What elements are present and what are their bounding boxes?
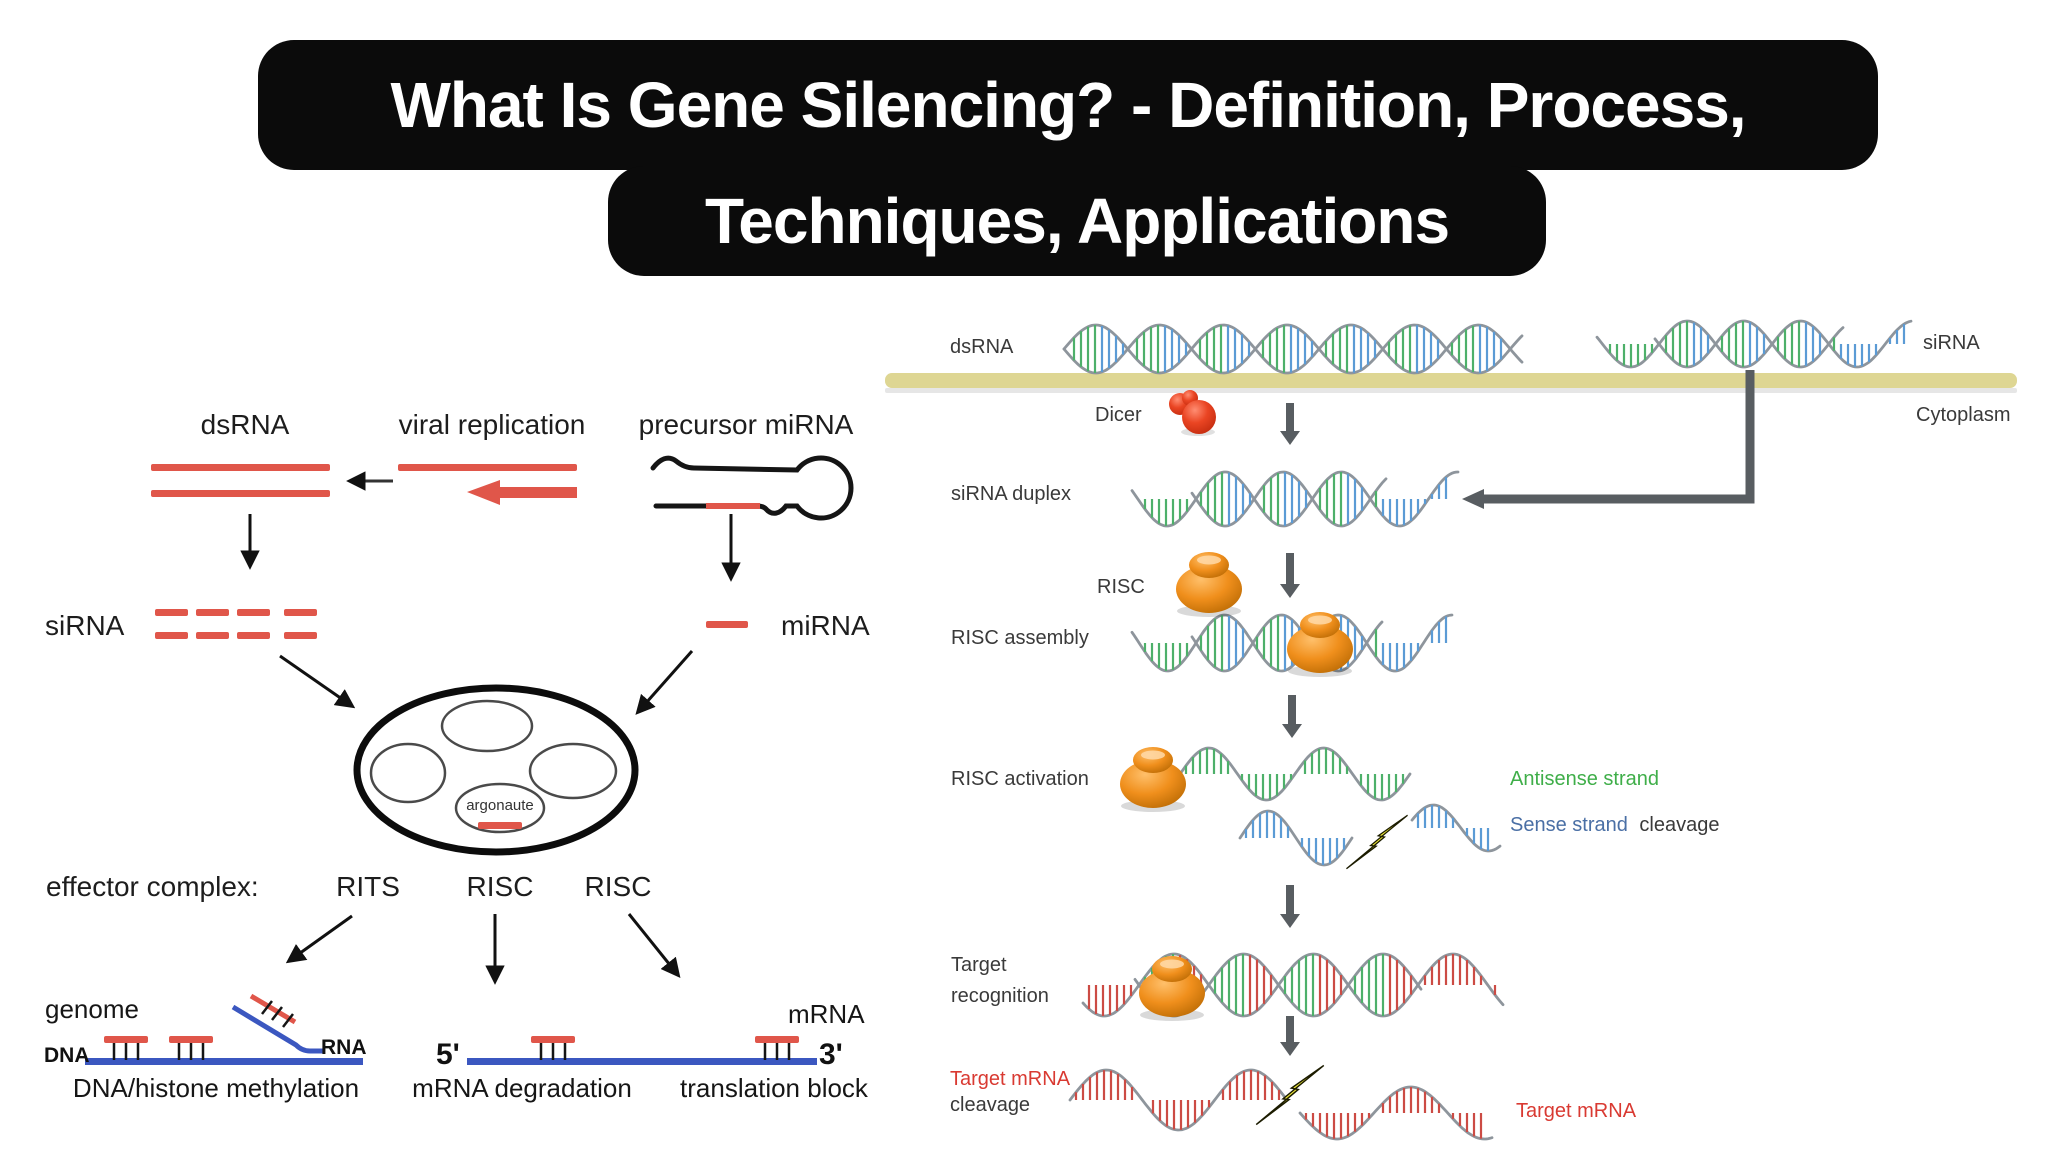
left-pathway-graphics xyxy=(85,455,854,1065)
label-sirna-duplex: siRNA duplex xyxy=(951,483,1072,505)
sense-cleavage-bolt xyxy=(1346,814,1408,870)
risc-complex-icon xyxy=(1176,552,1242,617)
label-target-mrna-cleavage-2: cleavage xyxy=(950,1094,1031,1116)
sirna-elbow-connector xyxy=(1462,370,1755,509)
label-mrna-left: mRNA xyxy=(788,999,865,1029)
label-sense-strand: Sense strand xyxy=(1510,814,1628,836)
label-rna: RNA xyxy=(321,1036,367,1059)
label-cytoplasm: Cytoplasm xyxy=(1916,404,2011,426)
label-antisense-strand: Antisense strand xyxy=(1510,768,1659,790)
label-sirna-left: siRNA xyxy=(45,610,125,641)
antisense-strand-wave xyxy=(1178,746,1412,802)
label-risc-1: RISC xyxy=(466,871,534,902)
title-banner-line1: What Is Gene Silencing? - Definition, Pr… xyxy=(258,40,1878,170)
label-target-mrna: Target mRNA xyxy=(1516,1100,1637,1122)
label-target-recognition: Target recognition xyxy=(951,954,1049,1007)
label-sense-strand-cleavage: Sense strand cleavage xyxy=(1510,814,1719,837)
label-sirna-right: siRNA xyxy=(1923,332,1980,354)
label-risc-activation: RISC activation xyxy=(951,768,1089,790)
label-argonaute: argonaute xyxy=(466,797,534,814)
target-recognition-risc-icon xyxy=(1139,956,1205,1021)
sense-strand-wave-1 xyxy=(1238,809,1354,867)
label-dicer: Dicer xyxy=(1095,404,1142,426)
page-title-line2: Techniques, Applications xyxy=(704,185,1450,257)
caption-dna-histone-methylation: DNA/histone methylation xyxy=(72,1073,360,1103)
risc-assembly-icon xyxy=(1287,612,1353,677)
cell-membrane xyxy=(885,373,2017,393)
label-three-prime: 3' xyxy=(819,1038,843,1071)
label-mirna: miRNA xyxy=(781,610,870,641)
label-risc-assembly: RISC assembly xyxy=(951,627,1089,649)
arrow-dicer-step xyxy=(1280,403,1300,445)
caption-translation-block: translation block xyxy=(680,1073,868,1103)
arrow-activation-step xyxy=(1280,885,1300,928)
label-genome: genome xyxy=(45,994,139,1024)
label-effector-complex: effector complex: xyxy=(46,871,259,902)
sirna-helix xyxy=(1595,319,1913,369)
label-dna: DNA xyxy=(44,1044,90,1067)
risc-assembly-helix xyxy=(1130,613,1454,673)
label-viral-replication: viral replication xyxy=(398,409,586,440)
sense-strand-wave-2 xyxy=(1410,803,1502,853)
label-rits: RITS xyxy=(336,871,400,902)
title-banner-line2: Techniques, Applications xyxy=(608,166,1546,276)
arrow-risc-step xyxy=(1280,553,1300,598)
target-mrna-wave-2 xyxy=(1298,1085,1494,1141)
sirna-duplex-helix xyxy=(1130,470,1460,528)
dsrna-helix xyxy=(1062,323,1524,375)
label-cleavage-word: cleavage xyxy=(1639,814,1720,836)
dicer-enzyme-icon xyxy=(1169,390,1216,436)
risc-activation-icon xyxy=(1120,747,1186,812)
label-risc-2: RISC xyxy=(584,871,652,902)
arrow-recognition-step xyxy=(1280,1016,1300,1056)
label-precursor-mirna: precursor miRNA xyxy=(638,409,854,440)
page-title-line1: What Is Gene Silencing? - Definition, Pr… xyxy=(390,69,1746,141)
target-cleavage-bolt xyxy=(1255,1064,1325,1126)
label-dsrna-right: dsRNA xyxy=(950,336,1014,358)
label-dsrna-left: dsRNA xyxy=(200,409,290,440)
label-risc: RISC xyxy=(1097,576,1145,598)
arrow-assembly-step xyxy=(1282,695,1302,738)
caption-mrna-degradation: mRNA degradation xyxy=(412,1073,632,1103)
label-five-prime: 5' xyxy=(436,1038,460,1071)
label-target-mrna-cleavage-1: Target mRNA xyxy=(950,1068,1071,1090)
target-mrna-wave-1 xyxy=(1068,1068,1288,1132)
